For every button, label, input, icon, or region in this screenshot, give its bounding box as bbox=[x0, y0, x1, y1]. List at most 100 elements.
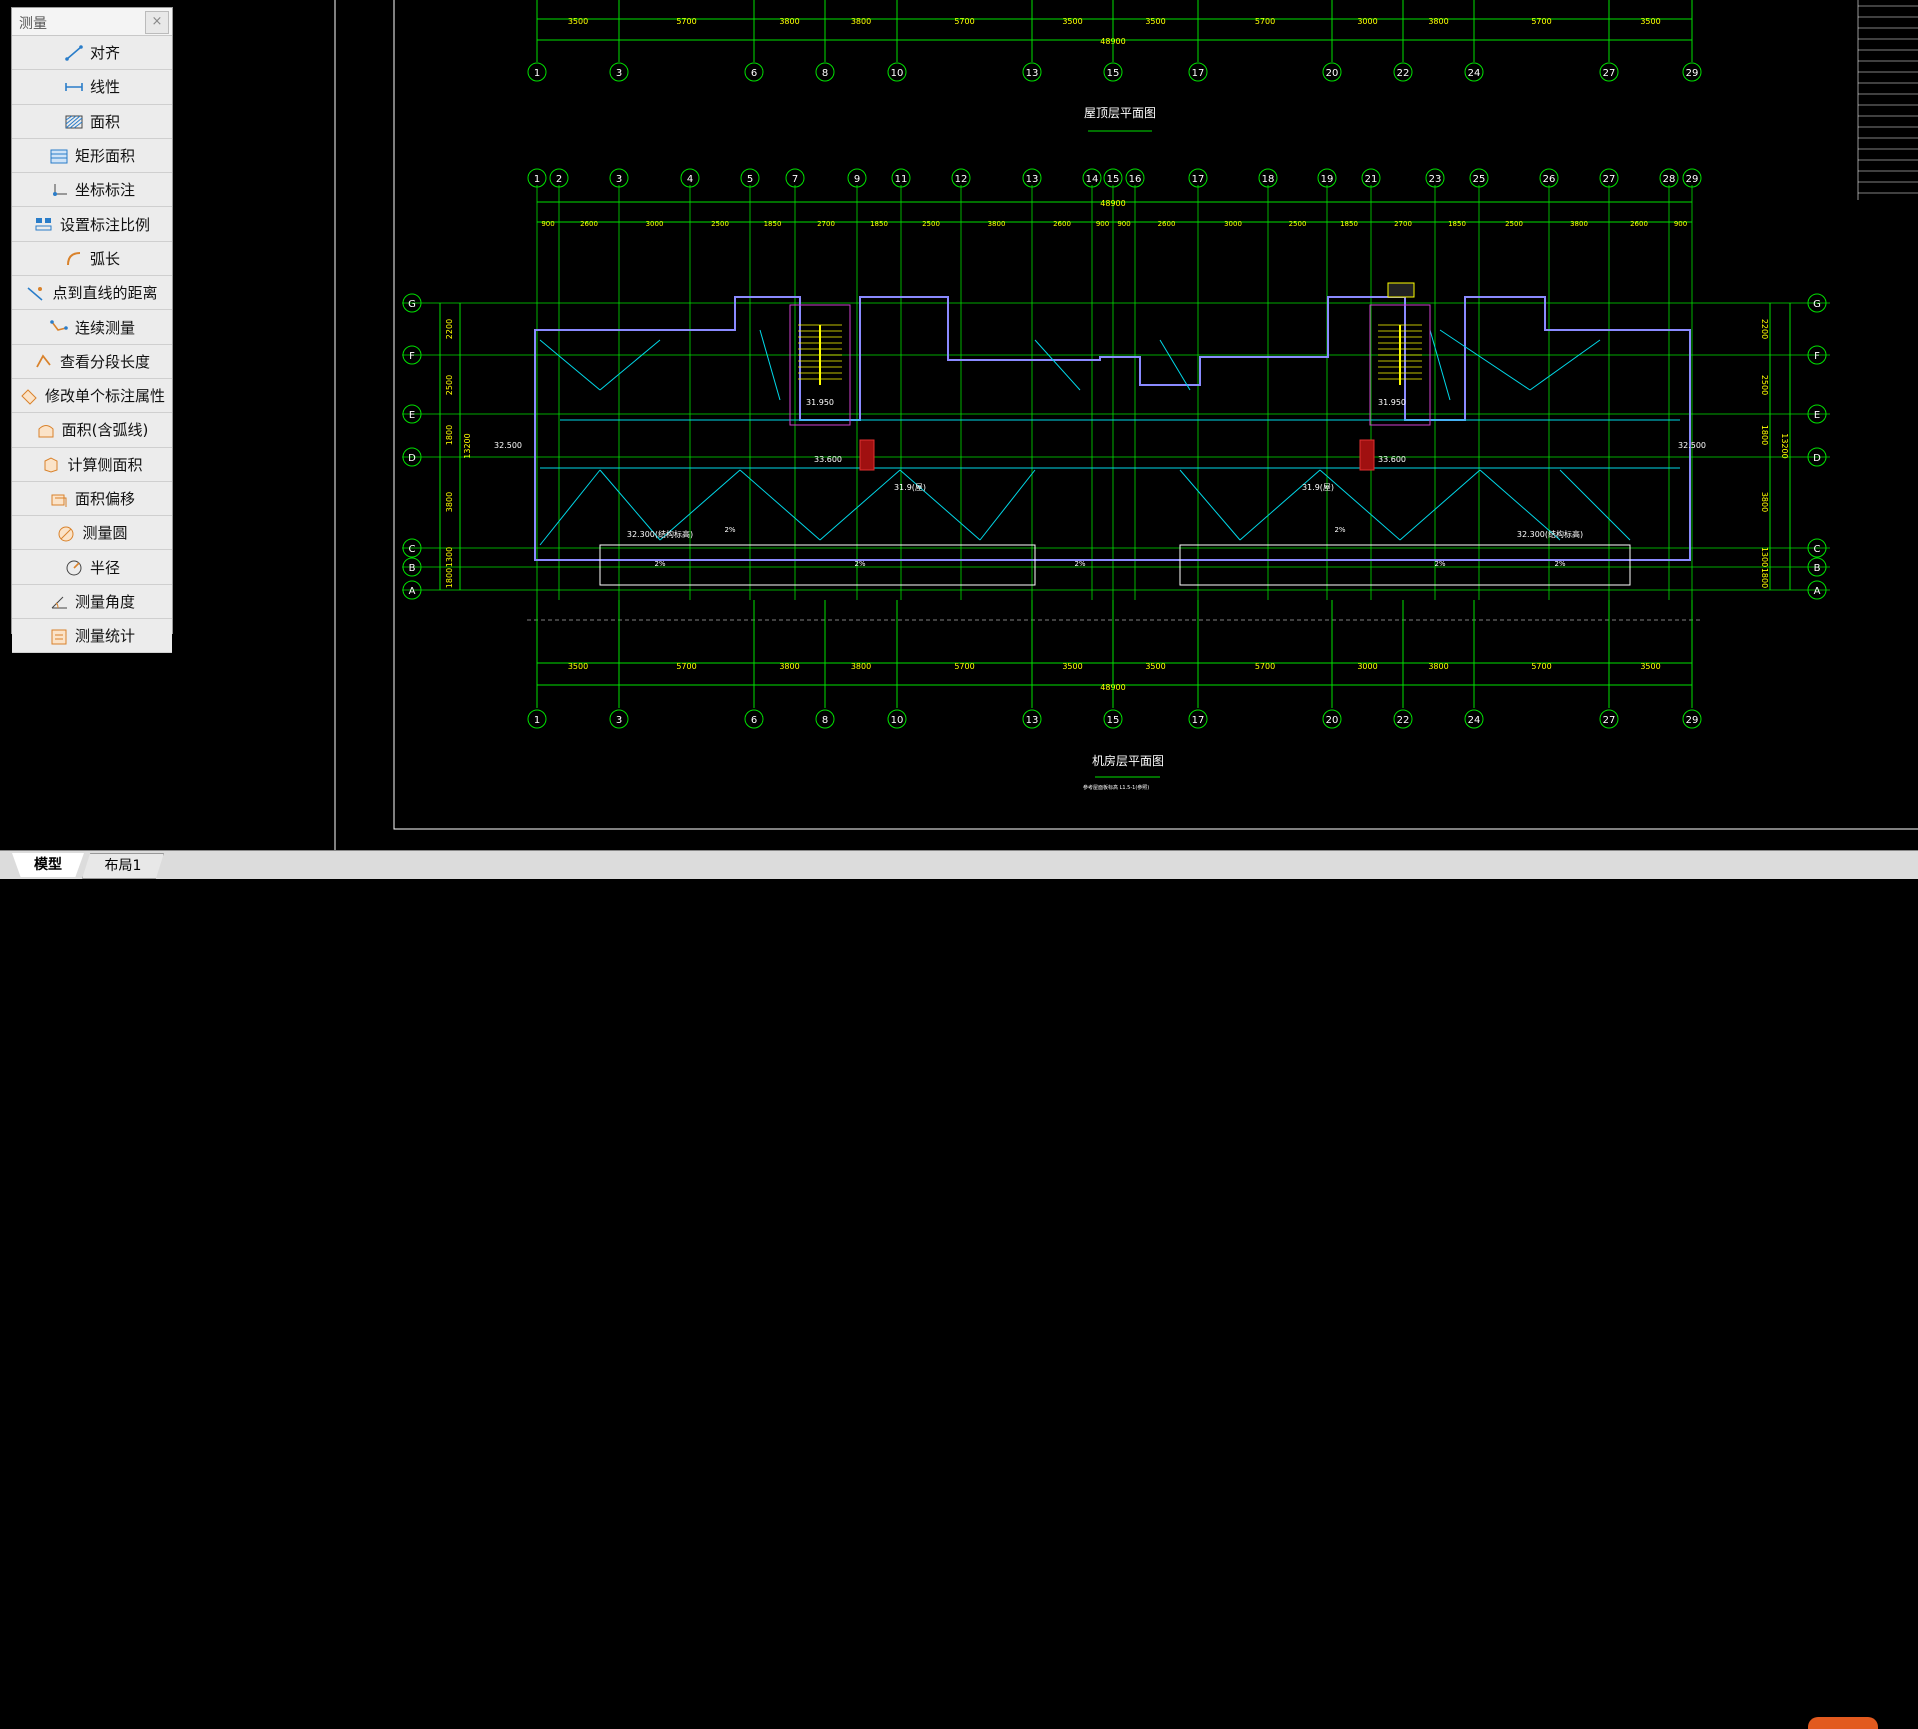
axis-label: G bbox=[1813, 299, 1821, 310]
roof-slope-line bbox=[539, 469, 601, 546]
tool-segment-length[interactable]: 查看分段长度 bbox=[12, 344, 172, 379]
axis-label: 20 bbox=[1326, 715, 1339, 726]
aligned-dimension-icon bbox=[64, 44, 84, 62]
tool-scale[interactable]: 设置标注比例 bbox=[12, 207, 172, 242]
tool-label: 修改单个标注属性 bbox=[44, 387, 165, 406]
roof-slope-line bbox=[1439, 329, 1531, 391]
rectangle-area-icon bbox=[49, 147, 69, 165]
tool-area[interactable]: 面积 bbox=[12, 104, 172, 139]
measure-panel: 测量 × 对齐线性面积矩形面积坐标标注设置标注比例弧长点到直线的距离连续测量查看… bbox=[11, 7, 173, 654]
dimension-text: 3800 bbox=[779, 17, 799, 26]
axis-bubble bbox=[1103, 168, 1123, 188]
axis-label: 24 bbox=[1468, 715, 1481, 726]
axis-label: 23 bbox=[1429, 174, 1442, 185]
dimension-text: 2500 bbox=[711, 220, 729, 228]
axis-bubble bbox=[1464, 62, 1484, 82]
measure-stats-icon bbox=[49, 627, 69, 645]
scale-icon bbox=[34, 215, 54, 233]
roof-slope-line bbox=[1479, 469, 1561, 541]
axis-bubble bbox=[1125, 168, 1145, 188]
dimension-text: 3800 bbox=[779, 662, 799, 671]
tool-list: 对齐线性面积矩形面积坐标标注设置标注比例弧长点到直线的距离连续测量查看分段长度修… bbox=[12, 36, 172, 654]
axis-label: 25 bbox=[1473, 174, 1486, 185]
roof-slope-line bbox=[1179, 469, 1241, 541]
elevation-text: 31.9(屋) bbox=[1302, 483, 1334, 492]
axis-bubble bbox=[887, 62, 907, 82]
axis-label: A bbox=[409, 586, 416, 597]
axis-label: 8 bbox=[822, 715, 828, 726]
tool-radius[interactable]: 半径 bbox=[12, 550, 172, 585]
tool-point-line-distance[interactable]: 点到直线的距离 bbox=[12, 276, 172, 311]
axis-label: C bbox=[1814, 544, 1821, 555]
axis-bubble bbox=[815, 709, 835, 729]
tool-coordinate[interactable]: 坐标标注 bbox=[12, 173, 172, 208]
tool-measure-stats[interactable]: 测量统计 bbox=[12, 619, 172, 654]
axis-bubble bbox=[1807, 345, 1827, 365]
axis-bubble bbox=[1807, 447, 1827, 467]
dimension-text: 3800 bbox=[1570, 220, 1588, 228]
tool-rectangle-area[interactable]: 矩形面积 bbox=[12, 138, 172, 174]
axis-bubble bbox=[744, 709, 764, 729]
axis-bubble bbox=[1599, 62, 1619, 82]
panel-title: 测量 bbox=[19, 16, 47, 32]
dimension-text: 1800 bbox=[1760, 568, 1769, 588]
dimension-text: 3500 bbox=[568, 17, 588, 26]
highlight-label bbox=[1387, 282, 1415, 298]
tool-measure-circle[interactable]: 测量圆 bbox=[12, 516, 172, 551]
tool-label: 面积偏移 bbox=[74, 490, 135, 508]
axis-bubble bbox=[1682, 709, 1702, 729]
axis-label: 15 bbox=[1107, 715, 1120, 726]
arc-area-icon bbox=[36, 421, 56, 439]
dimension-text: 3000 bbox=[646, 220, 664, 228]
dimension-text: 2600 bbox=[580, 220, 598, 228]
axis-label: 17 bbox=[1192, 174, 1205, 185]
dimension-text: 3500 bbox=[568, 662, 588, 671]
tool-aligned-dimension[interactable]: 对齐 bbox=[12, 36, 172, 71]
elevation-text: 31.950 bbox=[1378, 398, 1406, 407]
elevation-text: 32.300(结构标高) bbox=[1517, 529, 1583, 539]
area-offset-icon bbox=[49, 490, 69, 508]
dimension-text: 3800 bbox=[1428, 662, 1448, 671]
axis-label: 28 bbox=[1663, 174, 1676, 185]
tool-side-area[interactable]: 计算侧面积 bbox=[12, 447, 172, 482]
parapet bbox=[599, 544, 1036, 586]
app-logo bbox=[1808, 1717, 1878, 1729]
dimension-text: 3500 bbox=[1062, 17, 1082, 26]
roof-slope-line bbox=[539, 339, 601, 391]
axis-bubble bbox=[680, 168, 700, 188]
tool-label: 矩形面积 bbox=[74, 147, 135, 166]
roof-slope-line bbox=[979, 469, 1036, 541]
tool-continuous-measure[interactable]: 连续测量 bbox=[12, 310, 172, 345]
tool-measure-angle[interactable]: 测量角度 bbox=[12, 584, 172, 620]
elevation-text: 31.950 bbox=[806, 398, 834, 407]
tool-arc-length[interactable]: 弧长 bbox=[12, 241, 172, 277]
tool-edit-dimension[interactable]: 修改单个标注属性 bbox=[12, 378, 172, 414]
dimension-text: 2600 bbox=[1630, 220, 1648, 228]
elevation-text: 33.600 bbox=[814, 455, 842, 464]
axis-bubble bbox=[1322, 62, 1342, 82]
axis-bubble bbox=[527, 62, 547, 82]
dimension-text: 900 bbox=[541, 220, 554, 228]
axis-bubble bbox=[1659, 168, 1679, 188]
tab-model[interactable]: 模型 bbox=[12, 853, 84, 877]
axis-label: 5 bbox=[747, 174, 753, 185]
tool-linear-dimension[interactable]: 线性 bbox=[12, 70, 172, 105]
close-button[interactable]: × bbox=[145, 11, 169, 34]
axis-label: 18 bbox=[1262, 174, 1275, 185]
dimension-text: 3500 bbox=[1145, 662, 1165, 671]
axis-label: 8 bbox=[822, 68, 828, 79]
roof-slope-line bbox=[1559, 469, 1631, 541]
axis-bubble bbox=[891, 168, 911, 188]
tool-arc-area[interactable]: 面积(含弧线) bbox=[12, 413, 172, 448]
axis-label: 17 bbox=[1192, 715, 1205, 726]
axis-label: A bbox=[1814, 586, 1821, 597]
tab-layout1[interactable]: 布局1 bbox=[82, 853, 164, 879]
tool-area-offset[interactable]: 面积偏移 bbox=[12, 481, 172, 517]
dimension-text: 3000 bbox=[1357, 662, 1377, 671]
axis-bubble bbox=[1022, 168, 1042, 188]
axis-bubble bbox=[527, 709, 547, 729]
axis-label: 2 bbox=[556, 174, 562, 185]
axis-bubble bbox=[1425, 168, 1445, 188]
tool-label: 测量统计 bbox=[74, 627, 135, 646]
